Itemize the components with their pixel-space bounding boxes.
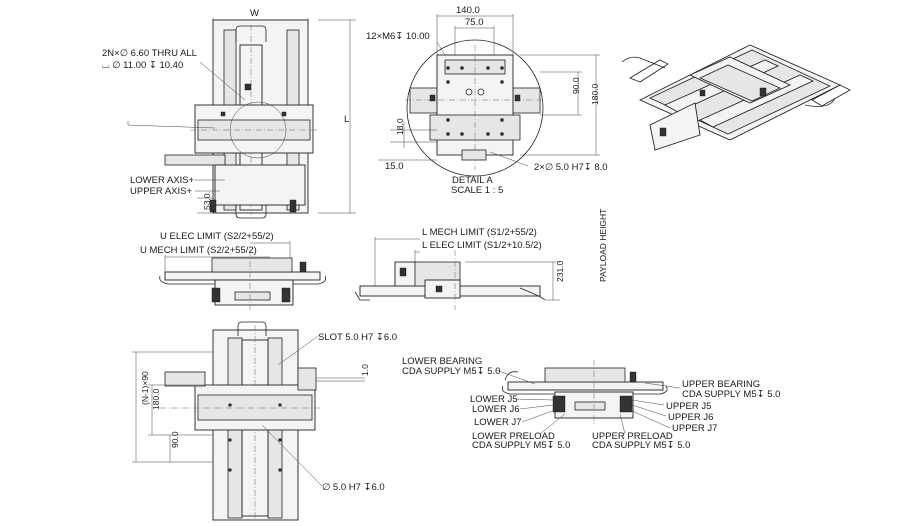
dim-1: 1.0 xyxy=(360,364,370,376)
isometric-view xyxy=(621,44,851,151)
bottom-extension xyxy=(164,371,206,387)
hole-callout-1: 2N×∅ 6.60 THRU ALL xyxy=(102,48,197,59)
top-view: W L 2N×∅ 6.60 THRU ALL ⌴ ∅ 11.00 ↧ 1 xyxy=(102,8,356,219)
u-mech-limit: U MECH LIMIT (S2/2+55/2) xyxy=(140,245,257,256)
l-mech-limit: L MECH LIMIT (S1/2+55/2) xyxy=(422,227,537,238)
upper-axis-label: UPPER AXIS+ xyxy=(130,186,192,197)
dim-231: 231.0 xyxy=(555,260,565,282)
slot-callout: SLOT 5.0 H7 ↧6.0 xyxy=(318,332,397,343)
thread-callout: 12×M6↧ 10.00 xyxy=(366,31,430,42)
lower-preload-1: LOWER PRELOAD xyxy=(472,431,555,442)
lower-j5: LOWER J5 xyxy=(470,394,518,405)
lower-j6: LOWER J6 xyxy=(472,404,520,415)
side-left-carriage xyxy=(211,257,293,273)
upper-preload-2: CDA SUPPLY M5↧ 5.0 xyxy=(592,440,690,451)
end-top-base xyxy=(507,381,664,391)
end-view: LOWER BEARING CDA SUPPLY M5↧ 5.0 LOWER J… xyxy=(402,356,780,451)
lower-block xyxy=(214,164,306,206)
detail-scale: SCALE 1 : 5 xyxy=(451,185,503,196)
dim-18: 18.0 xyxy=(395,118,405,135)
dim-n1x90: (N-1)×90 xyxy=(140,371,150,405)
dim-l: L xyxy=(344,114,349,125)
hole-callout-2: ⌴ ∅ 11.00 ↧ 10.40 xyxy=(102,60,183,71)
lower-axis-label: LOWER AXIS+ xyxy=(130,175,195,186)
lower-extension xyxy=(164,154,226,166)
side-left-base xyxy=(164,271,321,281)
lower-preload-2: CDA SUPPLY M5↧ 5.0 xyxy=(472,440,570,451)
l-elec-limit: L ELEC LIMIT (S1/2+10.5/2) xyxy=(422,240,542,251)
upper-bearing-2: CDA SUPPLY M5↧ 5.0 xyxy=(682,389,780,400)
detail-a-marker xyxy=(229,101,287,159)
dim-140: 140.0 xyxy=(456,5,480,16)
bottom-pin-callout: ∅ 5.0 H7 ↧6.0 xyxy=(322,482,385,493)
lower-bearing-1: LOWER BEARING xyxy=(402,356,482,367)
dim-90: 90.0 xyxy=(571,77,581,94)
u-elec-limit: U ELEC LIMIT (S2/2+55/2) xyxy=(160,231,274,242)
dim-w: W xyxy=(250,8,259,19)
side-view-right: L MECH LIMIT (S1/2+55/2) L ELEC LIMIT (S… xyxy=(354,209,608,310)
dim-180-bottom: 180.0 xyxy=(151,388,161,410)
iso-lower-block xyxy=(649,102,701,151)
pin-callout: 2×∅ 5.0 H7↧ 8.0 xyxy=(534,162,608,173)
side-view-left: U ELEC LIMIT (S2/2+55/2) U MECH LIMIT (S… xyxy=(140,231,327,310)
detail-a-circle xyxy=(406,39,544,177)
upper-bearing-1: UPPER BEARING xyxy=(682,379,760,390)
lower-bearing-2: CDA SUPPLY M5↧ 5.0 xyxy=(402,366,500,377)
bottom-view: SLOT 5.0 H7 ↧6.0 1.0 (N-1)×90 180.0 90.0… xyxy=(132,321,397,522)
upper-j6: UPPER J6 xyxy=(668,412,713,423)
dim-75: 75.0 xyxy=(465,17,484,28)
upper-j7: UPPER J7 xyxy=(672,423,717,434)
dim-15: 15.0 xyxy=(385,161,404,172)
lower-j7: LOWER J7 xyxy=(474,417,522,428)
dim-180: 180.0 xyxy=(590,83,600,105)
end-carriage xyxy=(544,367,626,383)
dim-90-bottom: 90.0 xyxy=(170,431,180,448)
upper-j5: UPPER J5 xyxy=(666,401,711,412)
payload-height: PAYLOAD HEIGHT xyxy=(598,209,608,282)
detail-a-view: 140.0 75.0 12×M6↧ 10.00 xyxy=(366,5,608,196)
upper-preload-1: UPPER PRELOAD xyxy=(592,431,673,442)
dim-53: 53.0 xyxy=(202,193,212,210)
detail-title: DETAIL A xyxy=(452,175,493,186)
